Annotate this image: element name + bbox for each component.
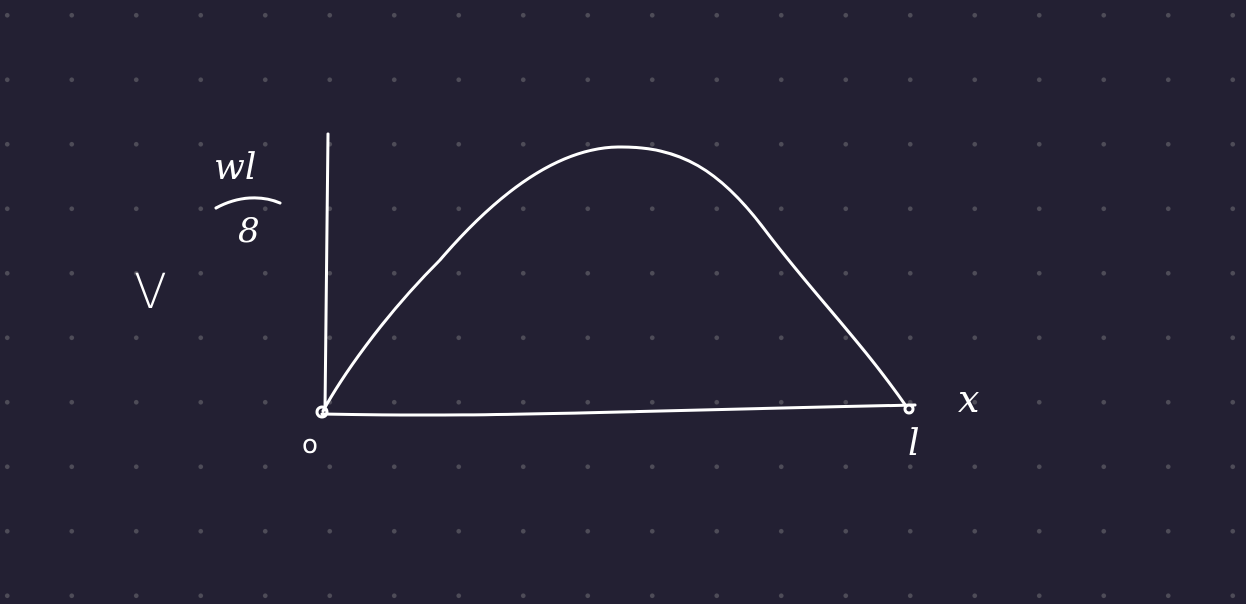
fraction-bar bbox=[214, 196, 282, 210]
end-point bbox=[903, 403, 915, 415]
end-label: l bbox=[908, 423, 920, 464]
origin-point bbox=[315, 405, 329, 419]
parabola-curve bbox=[321, 145, 908, 413]
axis-label: x bbox=[958, 377, 980, 421]
origin-label: o bbox=[302, 430, 318, 460]
vertical-label: V bbox=[134, 264, 167, 320]
horizontal-axis bbox=[320, 403, 917, 417]
peak-numerator-label: wl bbox=[214, 147, 257, 188]
peak-denominator-label: 8 bbox=[238, 211, 260, 251]
vertical-axis bbox=[323, 132, 330, 412]
